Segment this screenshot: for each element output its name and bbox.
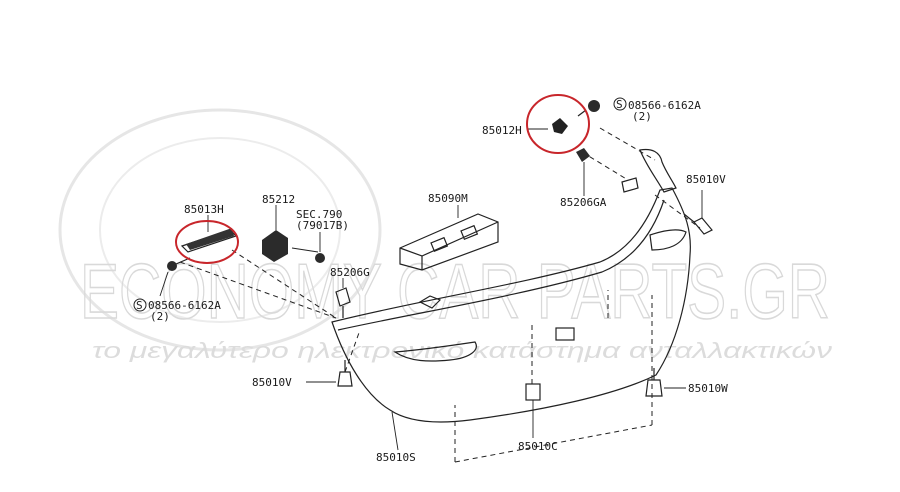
part-85090M-bracket xyxy=(399,205,499,271)
label-08566-top: 08566-6162A xyxy=(628,99,701,112)
leader-85010S xyxy=(391,411,399,451)
label-85010V-left: 85010V xyxy=(252,376,292,389)
bolt-85010W xyxy=(645,368,686,397)
screw-symbol-top: S xyxy=(613,97,627,111)
screw-symbol-left: S xyxy=(133,298,147,312)
label-85090M: 85090M xyxy=(428,192,468,205)
label-85010S: 85010S xyxy=(376,451,416,464)
nut-sec790 xyxy=(315,232,325,263)
label-85206GA: 85206GA xyxy=(560,196,607,209)
label-85013H: 85013H xyxy=(184,203,224,216)
label-08566-top-qty: (2) xyxy=(632,110,652,123)
watermark: ECONOMY CAR PARTS.GR το μεγαλύτερο ηλεκτ… xyxy=(58,108,832,363)
label-85206G: 85206G xyxy=(330,266,370,279)
clip-85206GA xyxy=(576,148,590,196)
watermark-tagline: το μεγαλύτερο ηλεκτρονικό κατάστημα αντα… xyxy=(92,338,832,363)
label-08566-left-qty: (2) xyxy=(150,310,170,323)
label-85010W: 85010W xyxy=(688,382,728,395)
label-08566-left: 08566-6162A xyxy=(148,299,221,312)
highlight-85013H xyxy=(175,220,239,264)
rear-bumper-85010S xyxy=(331,148,691,423)
svg-text:S: S xyxy=(616,98,623,111)
assembly-leader-lines xyxy=(179,127,701,463)
label-85212: 85212 xyxy=(262,193,295,206)
label-85010V-right: 85010V xyxy=(686,173,726,186)
screw-top-08566 xyxy=(577,100,600,117)
watermark-brand: ECONOMY CAR PARTS.GR xyxy=(80,247,830,335)
label-sec790: SEC.790 xyxy=(296,208,342,221)
screw-left-08566 xyxy=(159,257,191,297)
highlight-85012H xyxy=(526,94,590,154)
part-85212-retainer xyxy=(262,205,319,262)
bolt-85010V-left xyxy=(306,360,353,387)
label-sec790-ref: (79017B) xyxy=(296,219,349,232)
part-85012H-bracket xyxy=(528,118,568,134)
clip-85010C xyxy=(525,383,541,438)
label-85010C: 85010C xyxy=(518,440,558,453)
label-85012H: 85012H xyxy=(482,124,522,137)
highlight-circles xyxy=(175,94,590,264)
clip-85206G xyxy=(335,278,351,318)
svg-text:S: S xyxy=(136,299,143,312)
bolt-85010V-right xyxy=(683,190,713,235)
